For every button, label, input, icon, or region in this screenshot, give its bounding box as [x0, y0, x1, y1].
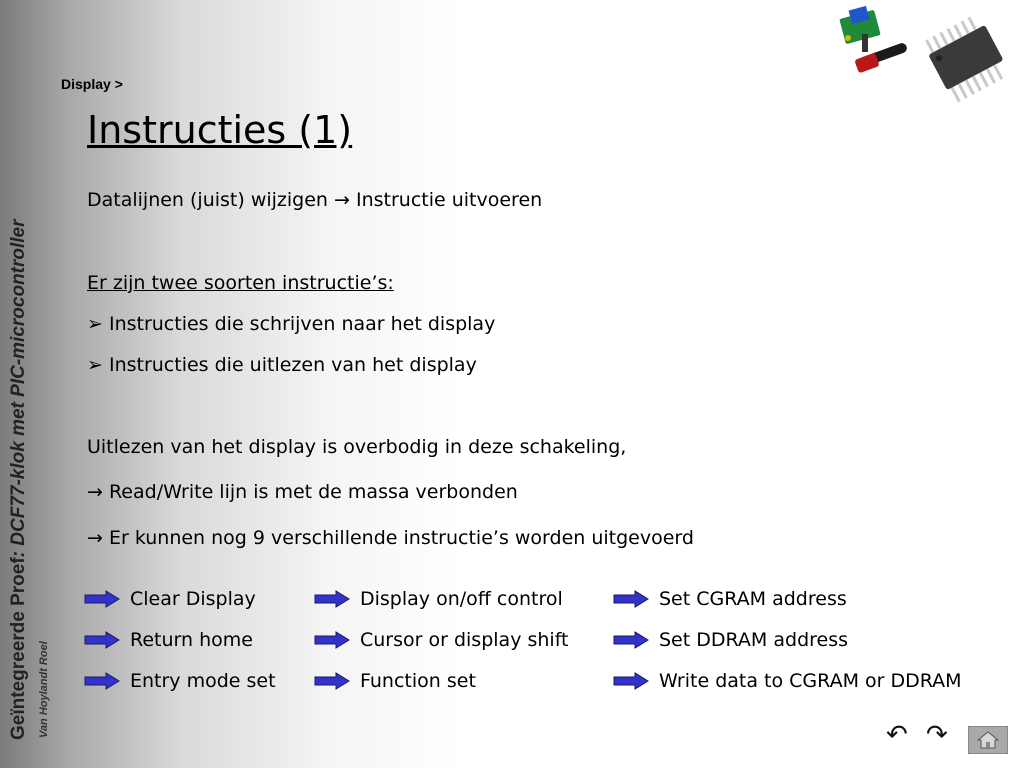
bullet-item-2: ➢ Instructies die uitlezen van het displ…: [87, 354, 477, 376]
link-entry-mode-set[interactable]: Entry mode set: [84, 670, 276, 692]
arrow-right-icon: [314, 631, 350, 649]
arrow-right-icon: [84, 631, 120, 649]
undo-arrow-icon[interactable]: ↶: [886, 720, 908, 750]
link-label: Clear Display: [130, 588, 256, 610]
arrow-right-icon: [613, 631, 649, 649]
link-label: Function set: [360, 670, 476, 692]
arrow-right-icon: [84, 672, 120, 690]
link-return-home[interactable]: Return home: [84, 629, 253, 651]
link-set-cgram-address[interactable]: Set CGRAM address: [613, 588, 847, 610]
link-label: Set DDRAM address: [659, 629, 849, 651]
pic-chip-image: [925, 16, 1004, 103]
body-paragraph-1: Uitlezen van het display is overbodig in…: [87, 436, 627, 458]
link-clear-display[interactable]: Clear Display: [84, 588, 256, 610]
arrow-right-icon: [314, 672, 350, 690]
body-line-1: Datalijnen (juist) wijzigen → Instructie…: [87, 189, 543, 211]
sidebar-title-bold: Geïntegreerde Proef: [8, 557, 29, 740]
home-button[interactable]: [968, 726, 1008, 754]
link-cursor-or-display-shift[interactable]: Cursor or display shift: [314, 629, 569, 651]
redo-arrow-icon[interactable]: ↷: [926, 720, 948, 750]
bullet-item-1: ➢ Instructies die schrijven naar het dis…: [87, 313, 496, 335]
body-paragraph-3: → Er kunnen nog 9 verschillende instruct…: [87, 527, 694, 549]
link-label: Set CGRAM address: [659, 588, 847, 610]
sidebar-author: Van Hoylandt Roel: [38, 641, 50, 738]
arrow-right-icon: [314, 590, 350, 608]
link-label: Return home: [130, 629, 253, 651]
breadcrumb[interactable]: Display >: [61, 76, 123, 92]
arrow-right-icon: [613, 672, 649, 690]
link-label: Entry mode set: [130, 670, 276, 692]
link-set-ddram-address[interactable]: Set DDRAM address: [613, 629, 848, 651]
home-icon: [977, 731, 999, 749]
arrow-right-icon: [613, 590, 649, 608]
arrow-right-icon: [84, 590, 120, 608]
link-write-data-to-cgram-or-ddram[interactable]: Write data to CGRAM or DDRAM: [613, 670, 962, 692]
link-label: Display on/off control: [360, 588, 563, 610]
link-label: Cursor or display shift: [360, 629, 569, 651]
sidebar-title: Geïntegreerde Proef: DCF77-klok met PIC-…: [8, 170, 30, 740]
page-title: Instructies (1): [87, 108, 353, 152]
sidebar-title-rest: : DCF77-klok met PIC-microcontroller: [8, 219, 29, 558]
section-heading: Er zijn twee soorten instructie’s:: [87, 272, 394, 294]
link-function-set[interactable]: Function set: [314, 670, 476, 692]
link-label: Write data to CGRAM or DDRAM: [659, 670, 962, 692]
body-paragraph-2: → Read/Write lijn is met de massa verbon…: [87, 481, 518, 503]
dcf77-receiver-image: [839, 5, 907, 73]
link-display-on-off-control[interactable]: Display on/off control: [314, 588, 563, 610]
